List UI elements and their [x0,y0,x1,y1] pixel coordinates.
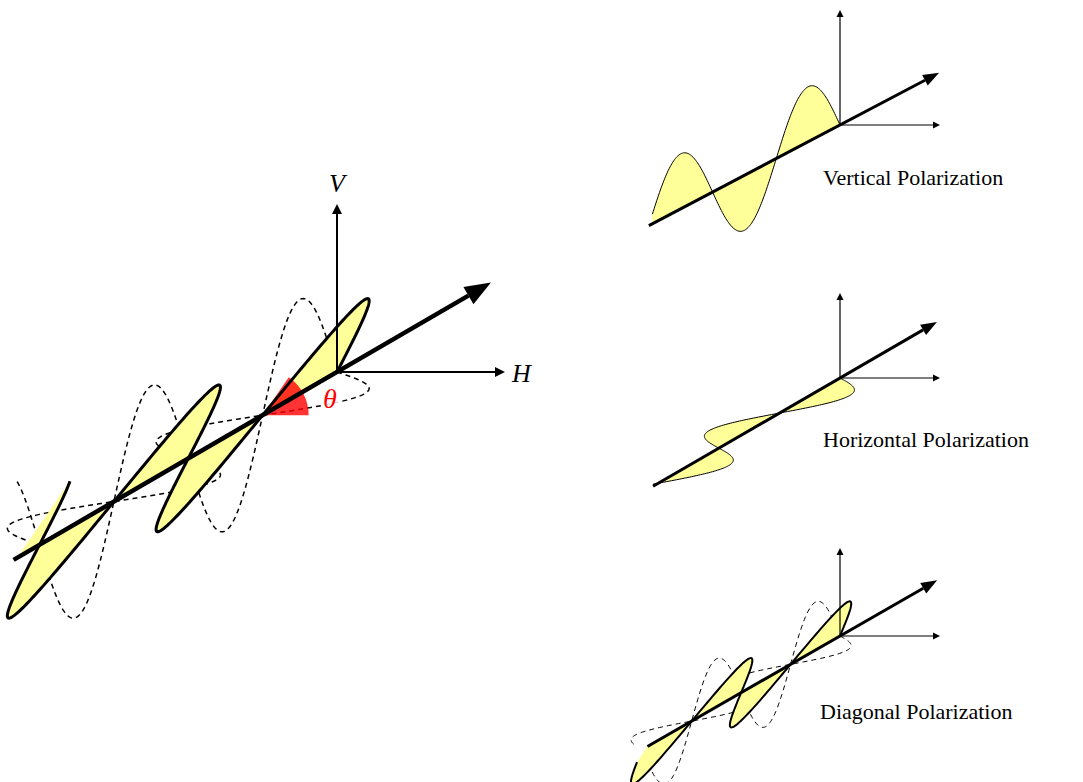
vertical-axis-head [332,204,342,214]
angle-label: θ [321,384,339,415]
propagation-arrow [14,296,469,560]
propagation-arrow-head [922,73,939,86]
vertical-axis [839,17,840,125]
vertical-axis-head [837,548,844,555]
horizontal-axis-head [933,633,940,640]
wave-fills [7,86,854,782]
horizontal-axis [840,635,933,636]
horizontal-axis-head [933,122,940,129]
axis-label: V [329,170,345,199]
vertical-axis [839,555,840,636]
horizontal-axis-head [495,367,505,377]
horizontal-axis [840,377,933,378]
propagation-arrow-head [920,580,937,593]
vertical-axis [336,214,338,372]
horizontal-axis-head [933,375,940,382]
propagation-arrow [649,80,925,225]
propagation-arrow-head [463,283,491,305]
wave-components [7,299,851,782]
vertical-axis-head [837,10,844,17]
horizontal-axis [337,371,495,373]
caption-label: Diagonal Polarization [820,700,1012,724]
horizontal-axis [840,124,933,125]
propagation-arrow [653,330,923,486]
vertical-axis [839,300,840,378]
propagation-arrow-head [920,322,937,335]
caption-label: Horizontal Polarization [823,428,1029,452]
caption-label: Vertical Polarization [823,166,1003,190]
wave-outlines [7,86,854,782]
axis-label: H [512,360,531,389]
axes [14,10,940,746]
vertical-axis-head [837,293,844,300]
